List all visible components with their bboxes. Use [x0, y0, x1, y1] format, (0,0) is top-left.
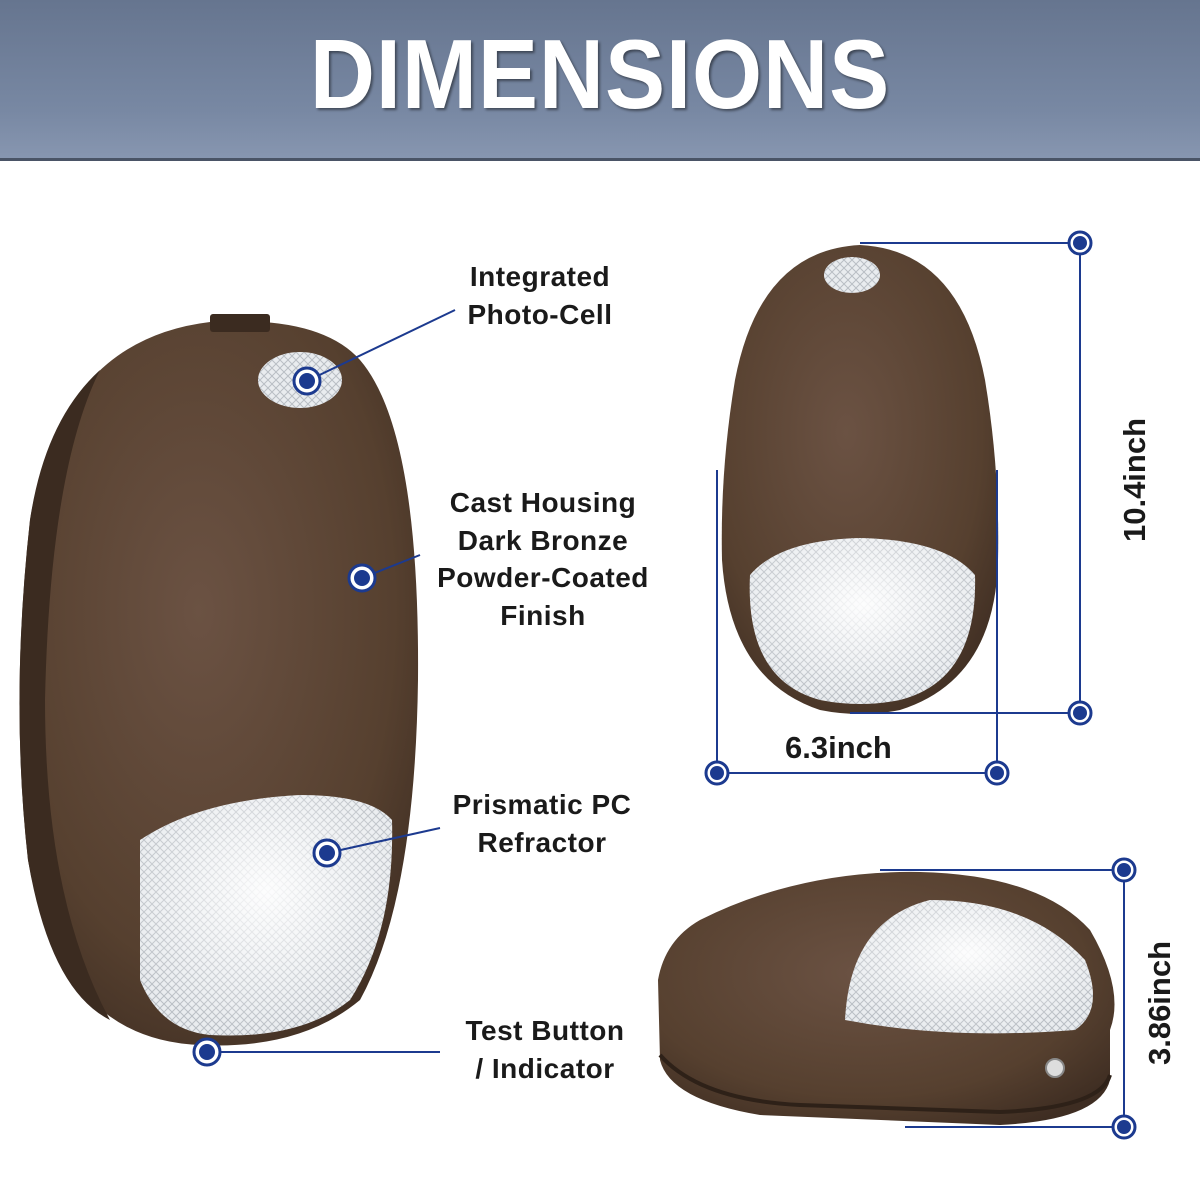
dimension-height: 10.4inch	[1117, 417, 1152, 543]
callout-line: Powder-Coated	[437, 562, 649, 593]
callout-line: Refractor	[477, 826, 607, 858]
callout-line: Prismatic PC	[452, 789, 632, 820]
callout-line: Finish	[500, 599, 586, 631]
callout-line: Test Button	[465, 1015, 625, 1046]
callout-line: Cast Housing	[449, 487, 637, 518]
test-button-icon	[1045, 1058, 1065, 1078]
marker-housing	[347, 563, 377, 593]
callout-line: Photo-Cell	[467, 298, 613, 330]
callout-line: / Indicator	[475, 1052, 615, 1084]
lamp-perspective-view	[658, 871, 1115, 1125]
lamp-front-view	[721, 245, 999, 714]
marker-dim	[1067, 700, 1093, 726]
page-title: DIMENSIONS	[309, 19, 891, 129]
callout-photo-cell: Integrated Photo-Cell	[420, 258, 660, 333]
marker-dim	[1111, 857, 1137, 883]
marker-test-button	[192, 1037, 222, 1067]
header-banner: DIMENSIONS	[0, 0, 1200, 161]
callout-line: Integrated	[469, 261, 611, 292]
marker-dim	[704, 760, 730, 786]
marker-refractor	[312, 838, 342, 868]
callout-line: Dark Bronze	[457, 524, 629, 556]
callout-refractor: Prismatic PC Refractor	[422, 786, 662, 861]
lamp-side-view	[19, 314, 419, 1046]
dimension-lines	[716, 242, 1125, 1128]
marker-photo-cell	[292, 366, 322, 396]
marker-dim	[1111, 1114, 1137, 1140]
dimension-depth: 3.86inch	[1142, 940, 1177, 1066]
marker-dim	[1067, 230, 1093, 256]
marker-dim	[984, 760, 1010, 786]
dimension-width: 6.3inch	[785, 730, 892, 765]
callout-markers	[192, 230, 1137, 1140]
callout-housing: Cast Housing Dark Bronze Powder-Coated F…	[413, 484, 673, 634]
callout-test-button: Test Button / Indicator	[425, 1012, 665, 1087]
